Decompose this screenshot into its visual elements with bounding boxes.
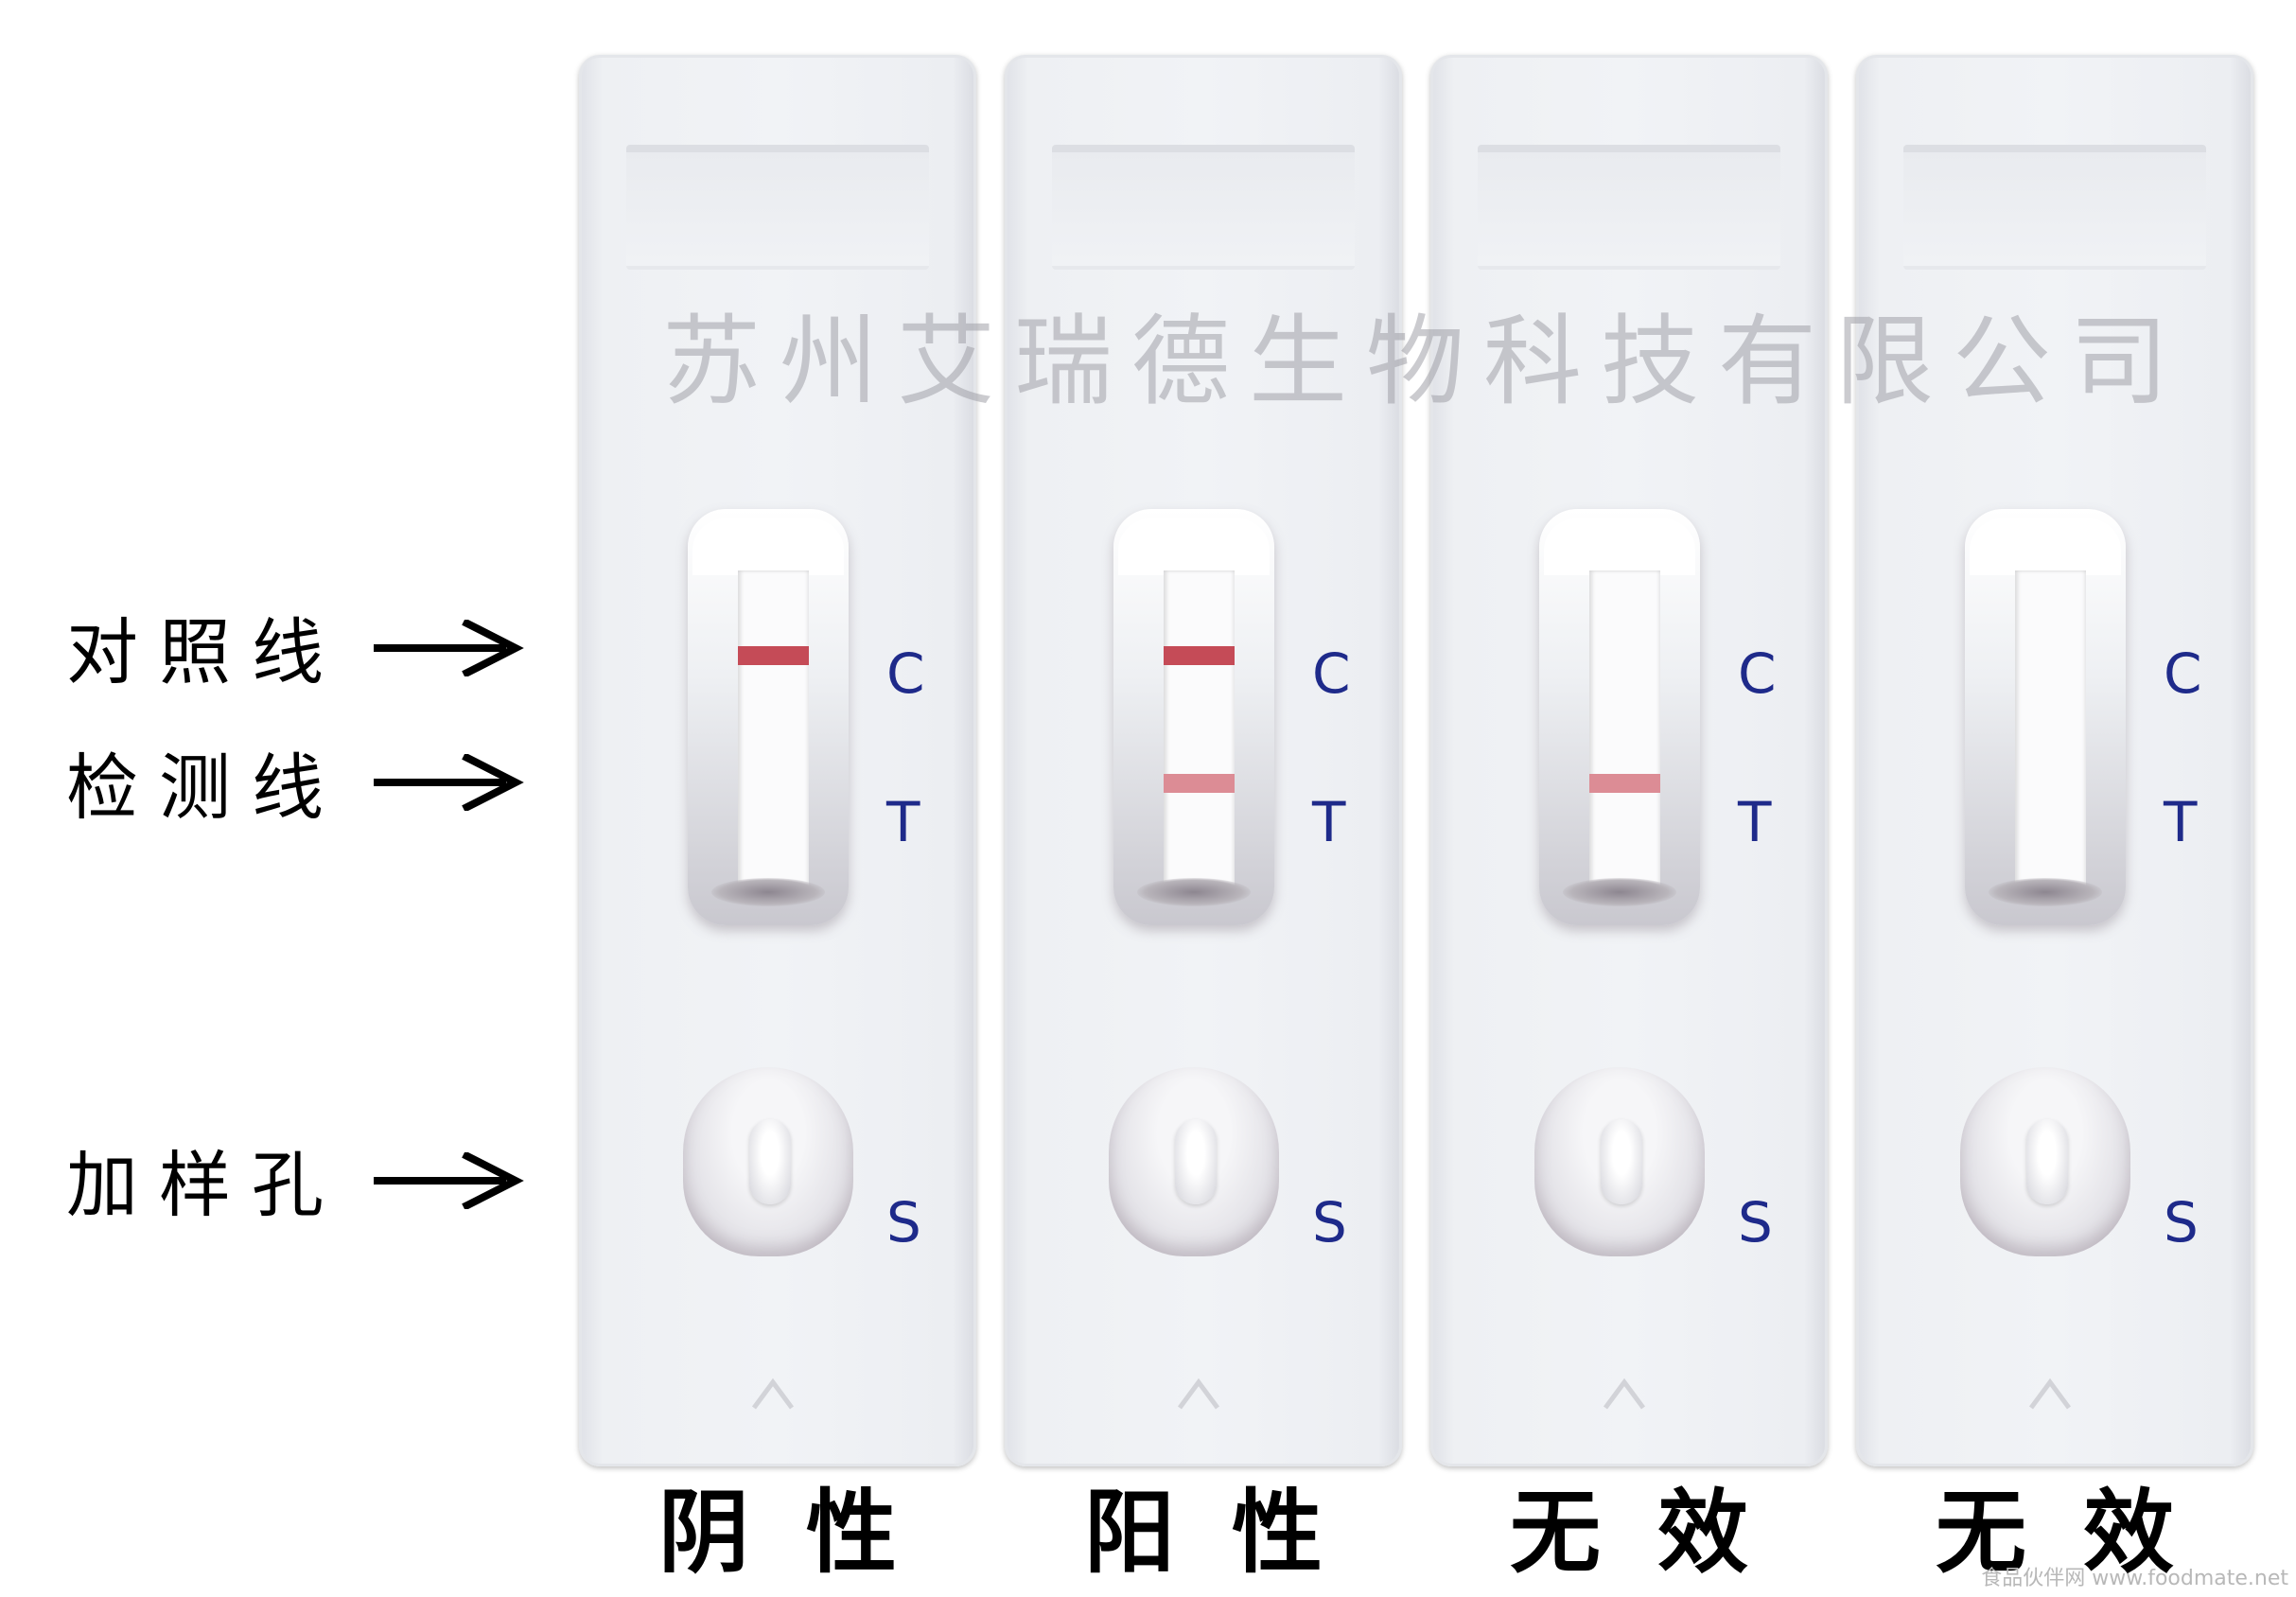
arrow-right-icon: [374, 620, 524, 676]
company-watermark: 苏州艾瑞德生物科技有限公司: [662, 304, 2188, 419]
result-label-invalid-2: 无效: [1936, 1479, 2231, 1586]
letter-c: C: [1312, 641, 1351, 706]
letter-s: S: [2164, 1190, 2199, 1255]
arrow-right-icon: [374, 754, 524, 811]
test-line-mark: [1589, 774, 1660, 793]
sample-well-hole: [749, 1119, 791, 1204]
letter-s: S: [886, 1190, 921, 1255]
sample-well-hole: [1175, 1119, 1217, 1204]
test-strip: [2015, 570, 2086, 892]
cassette-top-recess: [1052, 145, 1355, 270]
letter-s: S: [1312, 1190, 1347, 1255]
letter-t: T: [1312, 790, 1346, 854]
test-strip: [1164, 570, 1235, 892]
letter-t: T: [886, 790, 920, 854]
control-line-label: 对照线: [66, 610, 344, 694]
control-line-mark: [1164, 646, 1235, 665]
triangle-icon: [2028, 1378, 2072, 1410]
arrow-right-icon: [374, 1152, 524, 1209]
sample-well-hole: [2026, 1119, 2068, 1204]
test-line-mark: [1164, 774, 1235, 793]
cassette-top-recess: [1478, 145, 1780, 270]
cassette-top-recess: [626, 145, 929, 270]
cassette-top-recess: [1903, 145, 2206, 270]
sample-well-hole: [1601, 1119, 1642, 1204]
test-cassette-invalid-1: C T S: [1430, 55, 1828, 1466]
letter-s: S: [1738, 1190, 1773, 1255]
triangle-icon: [751, 1378, 795, 1410]
test-strip: [1589, 570, 1660, 892]
triangle-icon: [1177, 1378, 1220, 1410]
corner-watermark: 食品伙伴网 www.foodmate.net: [1981, 1567, 2288, 1590]
triangle-icon: [1603, 1378, 1646, 1410]
letter-t: T: [2164, 790, 2198, 854]
result-label-positive: 阳性: [1084, 1479, 1379, 1586]
letter-c: C: [2164, 641, 2202, 706]
test-cassette-invalid-2: C T S: [1856, 55, 2253, 1466]
test-strip: [738, 570, 809, 892]
letter-t: T: [1738, 790, 1772, 854]
letter-c: C: [886, 641, 925, 706]
control-line-mark: [738, 646, 809, 665]
test-line-label: 检测线: [66, 746, 344, 830]
result-label-negative: 阴性: [658, 1479, 954, 1586]
sample-well-label: 加样孔: [66, 1143, 344, 1227]
result-label-invalid-1: 无效: [1510, 1479, 1805, 1586]
letter-c: C: [1738, 641, 1777, 706]
test-cassette-positive: C T S: [1005, 55, 1402, 1466]
test-cassette-negative: C T S: [579, 55, 976, 1466]
